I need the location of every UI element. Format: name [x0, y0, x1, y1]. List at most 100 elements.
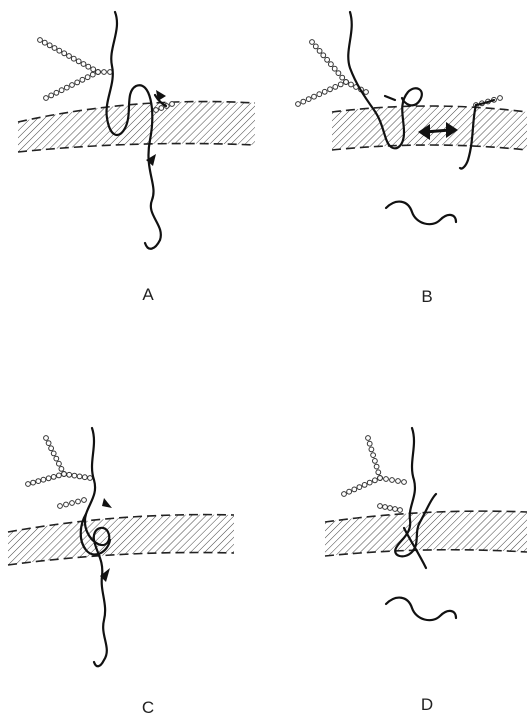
glycan-bead	[96, 70, 101, 75]
glycan-bead	[154, 108, 159, 113]
glycan-bead	[366, 436, 371, 441]
glycan-bead	[57, 48, 62, 53]
glycan-bead	[64, 502, 69, 507]
glycan-bead	[41, 477, 46, 482]
glycan-bead	[296, 102, 301, 107]
glycan-bead	[393, 507, 398, 512]
glycan-chain-b	[296, 40, 503, 108]
glycan-bead	[336, 71, 341, 76]
glycan-bead	[332, 66, 337, 71]
glycan-bead	[321, 53, 326, 58]
glycan-bead	[378, 476, 383, 481]
glycan-bead	[338, 82, 343, 87]
glycan-bead	[58, 504, 63, 509]
glycan-bead	[384, 477, 389, 482]
glycan-bead	[373, 459, 378, 464]
glycan-bead	[54, 456, 59, 461]
glycan-bead	[54, 90, 59, 95]
glycan-bead	[376, 470, 381, 475]
glycan-bead	[362, 483, 367, 488]
panel-label-b: B	[421, 287, 432, 306]
glycan-bead	[70, 501, 75, 506]
glycan-bead	[357, 485, 362, 490]
glycan-bead	[390, 478, 395, 483]
glycan-chain-c	[26, 436, 93, 509]
cleaved-fragment-b	[386, 202, 456, 225]
glycan-bead	[76, 59, 81, 64]
glycan-bead	[26, 482, 31, 487]
cleaved-fragment-d	[386, 598, 456, 621]
glycan-bead	[325, 57, 330, 62]
glycan-bead	[67, 472, 72, 477]
glycan-bead	[57, 473, 62, 478]
glycan-bead	[51, 451, 56, 456]
glycan-bead	[371, 453, 376, 458]
glycan-bead	[62, 472, 67, 477]
glycan-bead	[36, 479, 41, 484]
glycan-bead	[498, 96, 503, 101]
glycan-bead	[349, 82, 354, 87]
glycan-bead	[317, 92, 322, 97]
glycan-bead	[378, 504, 383, 509]
glycan-bead	[52, 46, 57, 51]
glycan-bead	[31, 480, 36, 485]
glycan-bead	[347, 489, 352, 494]
glycan-bead	[44, 436, 49, 441]
glycan-bead	[49, 93, 54, 98]
glycan-bead	[367, 441, 372, 446]
glycan-bead	[59, 467, 64, 472]
glycan-bead	[402, 480, 407, 485]
glycan-bead	[82, 475, 87, 480]
glycan-bead	[90, 72, 95, 77]
glycan-chain-a	[38, 38, 175, 113]
glycan-bead	[49, 446, 54, 451]
glycan-bead	[342, 492, 347, 497]
glycan-bead	[71, 56, 76, 61]
glycan-bead	[72, 473, 77, 478]
glycan-bead	[88, 476, 93, 481]
panel-label-a: A	[142, 285, 154, 304]
glycan-bead	[67, 54, 72, 59]
glycan-bead	[374, 464, 379, 469]
glycan-bead	[42, 40, 47, 45]
glycan-bead	[398, 508, 403, 513]
glycan-bead	[344, 80, 349, 85]
panel-d: D	[325, 428, 527, 714]
glycan-bead	[91, 67, 96, 72]
glycan-bead	[85, 75, 90, 80]
glycan-bead	[75, 80, 80, 85]
glycan-bead	[59, 88, 64, 93]
glycan-bead	[76, 499, 81, 504]
glycan-bead	[82, 498, 87, 503]
glycan-bead	[46, 441, 51, 446]
panel-a: A	[18, 12, 255, 304]
glycan-bead	[62, 51, 67, 56]
glycan-bead	[159, 106, 164, 111]
glycan-bead	[329, 62, 334, 67]
glycan-bead	[388, 506, 393, 511]
glycan-bead	[51, 475, 56, 480]
panel-label-c: C	[142, 698, 154, 717]
glycan-bead	[102, 70, 107, 75]
glycan-bead	[170, 102, 175, 107]
glycan-bead	[313, 44, 318, 49]
glycan-bead	[306, 97, 311, 102]
glycan-bead	[396, 479, 401, 484]
glycan-bead	[77, 474, 82, 479]
glycan-bead	[317, 49, 322, 54]
glycan-bead	[64, 85, 69, 90]
glycan-bead	[383, 505, 388, 510]
glycan-bead	[310, 40, 315, 45]
glycan-bead	[86, 64, 91, 69]
glycan-bead	[328, 87, 333, 92]
arrow-icon	[102, 498, 112, 508]
glycan-bead	[44, 96, 49, 101]
glycan-bead	[70, 83, 75, 88]
panel-b: B	[296, 12, 527, 306]
glycan-bead	[81, 62, 86, 67]
glycan-bead	[312, 94, 317, 99]
glycan-bead	[47, 43, 52, 48]
glycan-bead	[38, 38, 43, 43]
glycan-bead	[57, 461, 62, 466]
